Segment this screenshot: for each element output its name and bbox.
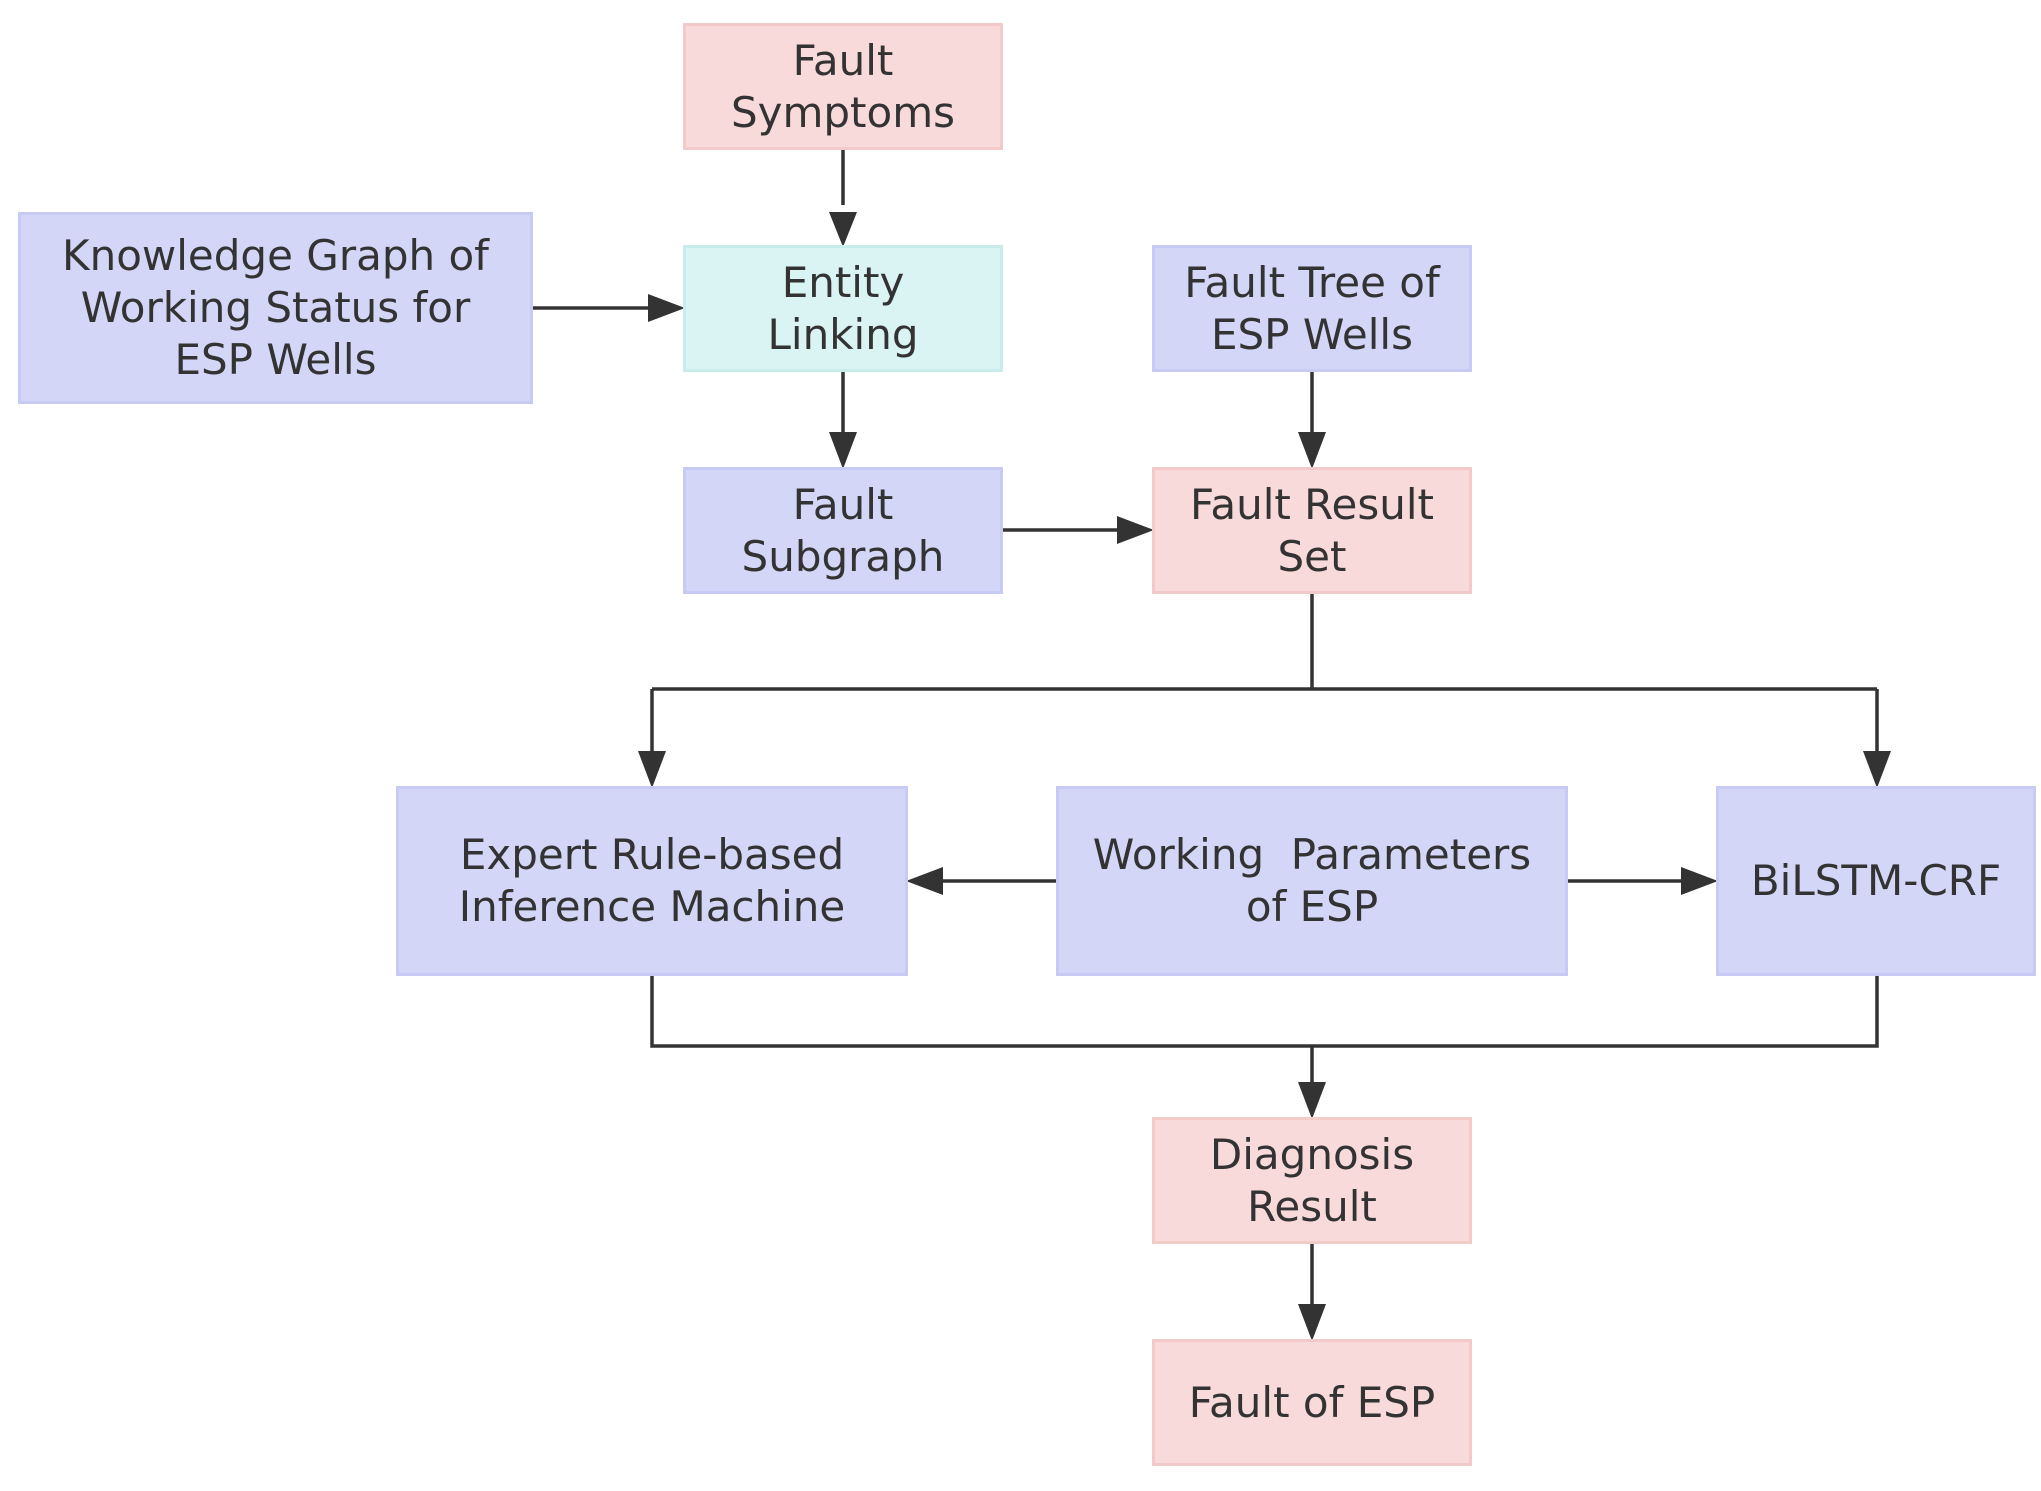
- arrowhead: [1298, 432, 1326, 469]
- arrowhead: [648, 294, 685, 322]
- arrowhead: [1681, 867, 1718, 895]
- bilstm-crf-node: BiLSTM-CRF: [1716, 786, 2036, 976]
- arrowhead: [906, 867, 943, 895]
- fault-tree-node: Fault Tree of ESP Wells: [1152, 245, 1472, 372]
- arrowhead: [1863, 751, 1891, 788]
- arrowhead: [1298, 1304, 1326, 1341]
- edge-merge-to-diagnosis-result: [650, 976, 1879, 1082]
- edge-fault-result-set-split: [650, 594, 1879, 751]
- fault-result-set-node: Fault Result Set: [1152, 467, 1472, 594]
- fault-of-esp-node: Fault of ESP: [1152, 1339, 1472, 1466]
- fault-symptoms-node: Fault Symptoms: [683, 23, 1003, 150]
- arrowhead: [829, 212, 857, 247]
- arrowhead: [1117, 516, 1154, 544]
- working-parameters-node: Working Parameters of ESP: [1056, 786, 1568, 976]
- arrowhead: [1298, 1082, 1326, 1119]
- arrowhead: [638, 751, 666, 788]
- arrowhead: [829, 432, 857, 469]
- knowledge-graph-node: Knowledge Graph of Working Status for ES…: [18, 212, 533, 404]
- entity-linking-node: Entity Linking: [683, 245, 1003, 372]
- fault-subgraph-node: Fault Subgraph: [683, 467, 1003, 594]
- diagnosis-result-node: Diagnosis Result: [1152, 1117, 1472, 1244]
- expert-rule-inference-node: Expert Rule-based Inference Machine: [396, 786, 908, 976]
